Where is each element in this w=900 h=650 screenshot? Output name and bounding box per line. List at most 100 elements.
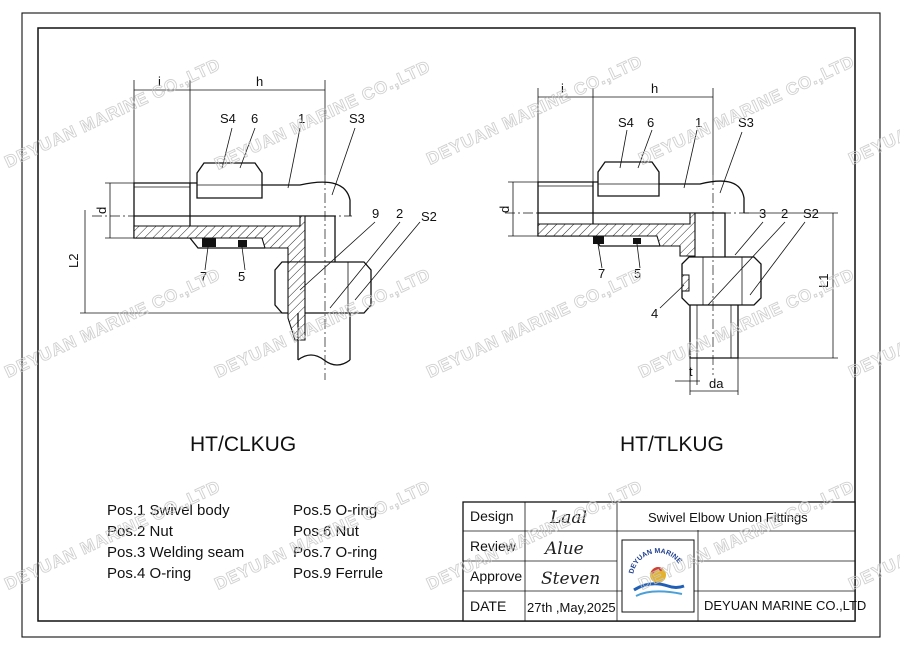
callout-2: 2	[781, 206, 788, 221]
callout-s4: S4	[618, 115, 634, 130]
watermark-text: DEYUAN MARINE CO.,LTD	[212, 57, 434, 174]
leader-s2	[749, 221, 806, 296]
weld-nipple	[689, 305, 739, 359]
o-ring-pos4	[681, 274, 690, 292]
callout-7: 7	[598, 266, 605, 281]
swivel-nut-s4	[196, 162, 263, 199]
callout-6: 6	[647, 115, 654, 130]
callout-1: 1	[695, 115, 702, 130]
leader-7	[204, 246, 209, 271]
swivel-nut-s4	[597, 161, 660, 197]
drawing-ht-clkug: i h d L2 S4 6 1 S3 9 2 S2 7 5 HT/CLKUG	[66, 74, 437, 456]
signature-review: Alue	[543, 539, 584, 559]
dim-label-l1: L1	[816, 274, 831, 288]
leader-s4	[221, 127, 233, 169]
leader-2	[707, 221, 786, 306]
o-ring-pos5	[633, 238, 641, 244]
drawing-ht-tlkug: i h d L1 t da S4 6 1 S3 3 2 S2 7 5 4 HT/…	[497, 81, 838, 456]
callout-6: 6	[251, 111, 258, 126]
dim-label-d: d	[94, 207, 109, 214]
dim-label-l2: L2	[66, 254, 81, 268]
drawing-title-ht-tlkug: HT/TLKUG	[620, 433, 724, 456]
callout-s4: S4	[220, 111, 236, 126]
part-pos2: Pos.2 Nut	[107, 523, 174, 540]
part-pos9: Pos.9 Ferrule	[293, 565, 383, 582]
watermark-text: DEYUAN MARINE CO.,LTD	[2, 265, 224, 382]
leader-s3	[331, 127, 356, 196]
callout-3: 3	[759, 206, 766, 221]
callout-s3: S3	[349, 111, 365, 126]
outer-frame	[21, 12, 881, 638]
ferrule-pos9	[287, 261, 306, 341]
watermark-text: DEYUAN MARINE CO.,LTD	[636, 52, 858, 169]
watermark-text: DEYUAN MARINE CO.,LTD	[424, 265, 646, 382]
tube-break	[297, 354, 351, 366]
dim-label-da: da	[709, 376, 724, 391]
union-nut-s2	[681, 256, 762, 306]
leader-1	[683, 129, 698, 189]
o-ring-pos7	[593, 236, 604, 244]
leader-7	[597, 243, 603, 269]
body-section-hatch	[537, 212, 696, 257]
groove-outline	[592, 235, 660, 247]
union-nut-s2	[274, 261, 372, 314]
part-pos4: Pos.4 O-ring	[107, 565, 191, 582]
tube-outline	[297, 313, 351, 360]
signature-design: Laal	[549, 508, 587, 528]
leader-3	[734, 221, 764, 256]
part-pos3: Pos.3 Welding seam	[107, 544, 244, 561]
logo-flame-icon	[650, 567, 663, 574]
watermark-text: DEYUAN MARINE CO.,LTD	[636, 265, 858, 382]
o-ring-pos7	[202, 238, 216, 247]
signature-approve: Steven	[541, 569, 600, 589]
dim-label-i: i	[158, 74, 161, 89]
callout-s3: S3	[738, 115, 754, 130]
company-logo: DEYUAN MARINE	[621, 539, 695, 613]
leader-5	[241, 246, 246, 271]
inner-frame	[37, 27, 856, 622]
leader-s2	[354, 221, 421, 301]
title-block: Design Review Approve DATE Laal Alue Ste…	[462, 501, 866, 622]
dim-label-d: d	[497, 206, 512, 213]
callout-5: 5	[238, 269, 245, 284]
callout-s2: S2	[421, 209, 437, 224]
leader-9	[299, 221, 376, 291]
label-date: DATE	[470, 598, 506, 614]
logo-wave-2-icon	[635, 590, 683, 597]
elbow-outer	[695, 212, 726, 257]
date-value: 27th ,May,2025	[527, 600, 616, 615]
callout-s2: S2	[803, 206, 819, 221]
dim-label-h: h	[651, 81, 658, 96]
body-top-edge	[593, 180, 745, 213]
drawing-title-ht-clkug: HT/CLKUG	[190, 433, 296, 456]
leader-6	[637, 129, 653, 169]
dim-label-t: t	[689, 364, 693, 379]
callout-7: 7	[200, 269, 207, 284]
parts-list: Pos.1 Swivel body Pos.2 Nut Pos.3 Weldin…	[107, 502, 383, 582]
leader-s4	[619, 129, 628, 169]
callout-4: 4	[651, 306, 658, 321]
leader-5	[636, 243, 641, 269]
part-pos7: Pos.7 O-ring	[293, 544, 377, 561]
leader-6	[239, 127, 256, 169]
elbow-outer	[305, 215, 336, 262]
groove-outline	[189, 237, 265, 249]
leader-2	[329, 221, 401, 309]
callout-1: 1	[298, 111, 305, 126]
part-pos1: Pos.1 Swivel body	[107, 502, 230, 519]
body-section-hatch	[133, 215, 306, 263]
company-name: DEYUAN MARINE CO.,LTD	[704, 598, 866, 613]
callout-9: 9	[372, 206, 379, 221]
leader-4	[659, 284, 685, 309]
label-design: Design	[470, 508, 514, 524]
part-pos6: Pos.6 Nut	[293, 523, 360, 540]
leader-1	[287, 127, 301, 189]
part-pos5: Pos.5 O-ring	[293, 502, 377, 519]
leader-s3	[719, 131, 743, 194]
o-ring-pos5	[238, 240, 247, 247]
label-approve: Approve	[470, 568, 522, 584]
dim-label-h: h	[256, 74, 263, 89]
label-review: Review	[470, 538, 517, 554]
dim-label-i: i	[561, 81, 564, 96]
